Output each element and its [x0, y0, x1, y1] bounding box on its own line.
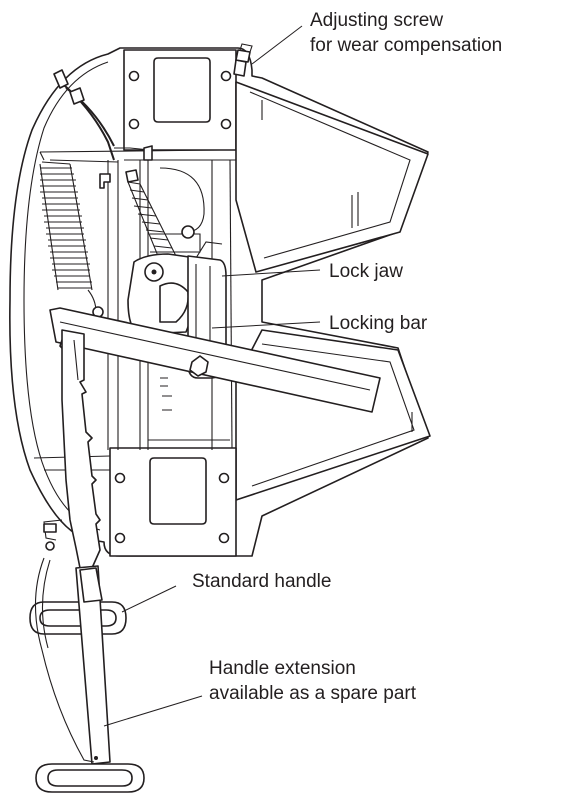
leader-standard-handle — [121, 585, 177, 613]
upper-guide-horn — [235, 81, 429, 273]
actuating-linkage — [53, 69, 205, 239]
label-adjusting-screw: Adjusting screw for wear compensation — [310, 8, 502, 58]
label-handle-extension: Handle extension available as a spare pa… — [209, 656, 416, 706]
handle-extension — [34, 557, 145, 793]
lower-mounting-flange — [33, 447, 237, 557]
label-standard-handle: Standard handle — [192, 571, 332, 592]
label-lock-jaw: Lock jaw — [329, 261, 403, 282]
label-handle-extension-line1: Handle extension — [209, 658, 356, 679]
label-handle-extension-line2: available as a spare part — [209, 683, 417, 704]
adjusting-screw — [233, 43, 253, 77]
leader-lock-jaw — [221, 269, 321, 277]
callout-leaders — [103, 25, 321, 727]
label-adjusting-screw-line1: Adjusting screw — [310, 10, 444, 31]
handle-shaft — [43, 329, 101, 569]
upper-mounting-flange — [123, 49, 237, 161]
leader-handle-extension — [103, 695, 203, 727]
label-locking-bar: Locking bar — [329, 313, 428, 334]
label-adjusting-screw-line2: for wear compensation — [310, 35, 503, 56]
leader-locking-bar — [211, 321, 321, 329]
leader-adjusting-screw — [251, 25, 303, 65]
tension-spring-left — [39, 151, 104, 318]
